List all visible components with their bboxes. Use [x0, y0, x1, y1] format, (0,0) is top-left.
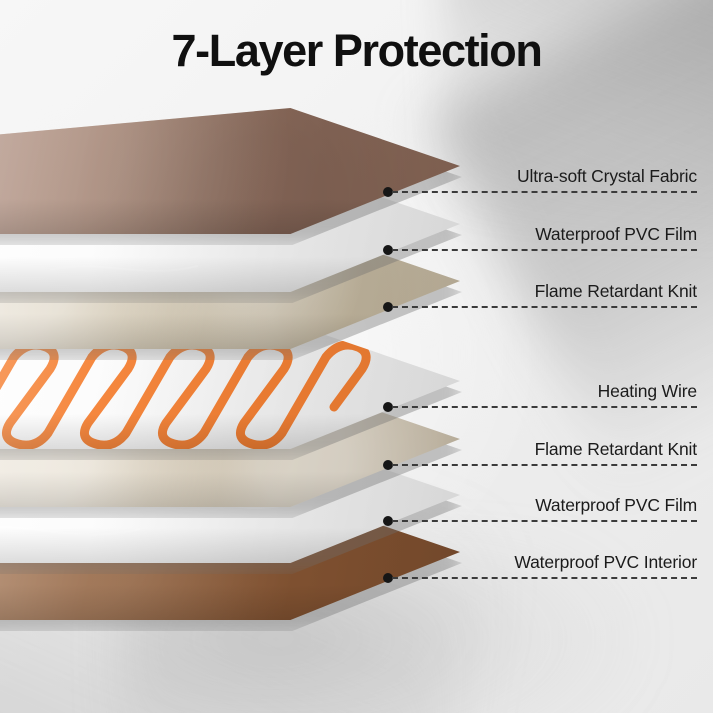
page-title: 7-Layer Protection: [171, 25, 543, 76]
callout-dash-line: [392, 520, 697, 522]
callout-label: Flame Retardant Knit: [534, 280, 698, 301]
callout-dot-icon: [383, 302, 393, 312]
callout-dot-icon: [383, 516, 393, 526]
callout-dot-icon: [383, 460, 393, 470]
callout-dash-line: [392, 191, 697, 193]
callout-dot-icon: [383, 573, 393, 583]
callout-label: Flame Retardant Knit: [534, 438, 698, 459]
callout-dash-line: [392, 249, 697, 251]
callout-dash-line: [392, 577, 697, 579]
callout-dash-line: [392, 464, 697, 466]
callout-dash-line: [392, 306, 697, 308]
callout-label: Waterproof PVC Interior: [514, 551, 697, 572]
callout-dot-icon: [383, 187, 393, 197]
callout-label: Heating Wire: [597, 380, 698, 401]
callout-dot-icon: [383, 402, 393, 412]
callout-label: Waterproof PVC Film: [535, 223, 697, 244]
callout-dot-icon: [383, 245, 393, 255]
callout-label: Waterproof PVC Film: [535, 494, 697, 515]
callout-label: Ultra-soft Crystal Fabric: [516, 165, 697, 186]
background-shadow-top-right-secondary: [443, 0, 713, 220]
callout-dash-line: [392, 406, 697, 408]
